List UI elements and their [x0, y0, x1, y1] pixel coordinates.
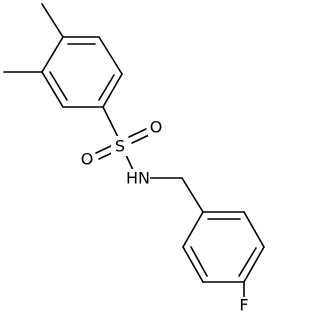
- fluorophenyl-ring: [182, 211, 265, 283]
- ring-b-bond-2: [243, 211, 265, 248]
- ring-a-inner-bond-3: [49, 71, 68, 101]
- ring-to-sulfur-bond: [102, 106, 120, 140]
- sulfur-oxygen-top-bond-1: [128, 128, 147, 138]
- atom-labels: S O O HN F: [79, 118, 251, 315]
- fluorine-label: F: [239, 296, 248, 315]
- ring-b-inner-bond-2: [238, 247, 257, 277]
- ring-a-bond-3: [102, 73, 123, 108]
- benzyl-linker: [149, 177, 204, 213]
- sulfur-oxygen-left-bond-1: [95, 144, 114, 154]
- methylene-to-ring-bond: [181, 177, 204, 213]
- ring-a-bond-2: [98, 36, 123, 75]
- methyl-groups: [3, 3, 64, 73]
- ring-a-bond-6: [41, 36, 64, 73]
- dimethylphenyl-ring: [41, 36, 123, 108]
- sulfur-to-nitrogen-bond: [125, 154, 134, 171]
- oxygen-left-label: O: [81, 150, 94, 169]
- ring-a-bond-5: [41, 71, 64, 108]
- methyl-bond-top: [41, 3, 64, 38]
- sulfur-oxygen-top-bond-2: [131, 134, 150, 144]
- ring-b-bond-6: [182, 211, 204, 248]
- ring-a-inner-bond-2: [98, 74, 115, 101]
- ring-b-inner-bond-3: [190, 246, 208, 277]
- amine-label: HN: [126, 169, 150, 188]
- oxygen-top-label: O: [150, 118, 163, 137]
- ring-b-bond-5: [182, 246, 204, 283]
- sulfur-label: S: [115, 137, 125, 156]
- ring-b-bond-3: [243, 246, 265, 283]
- molecule-structure: S O O HN F: [3, 3, 265, 315]
